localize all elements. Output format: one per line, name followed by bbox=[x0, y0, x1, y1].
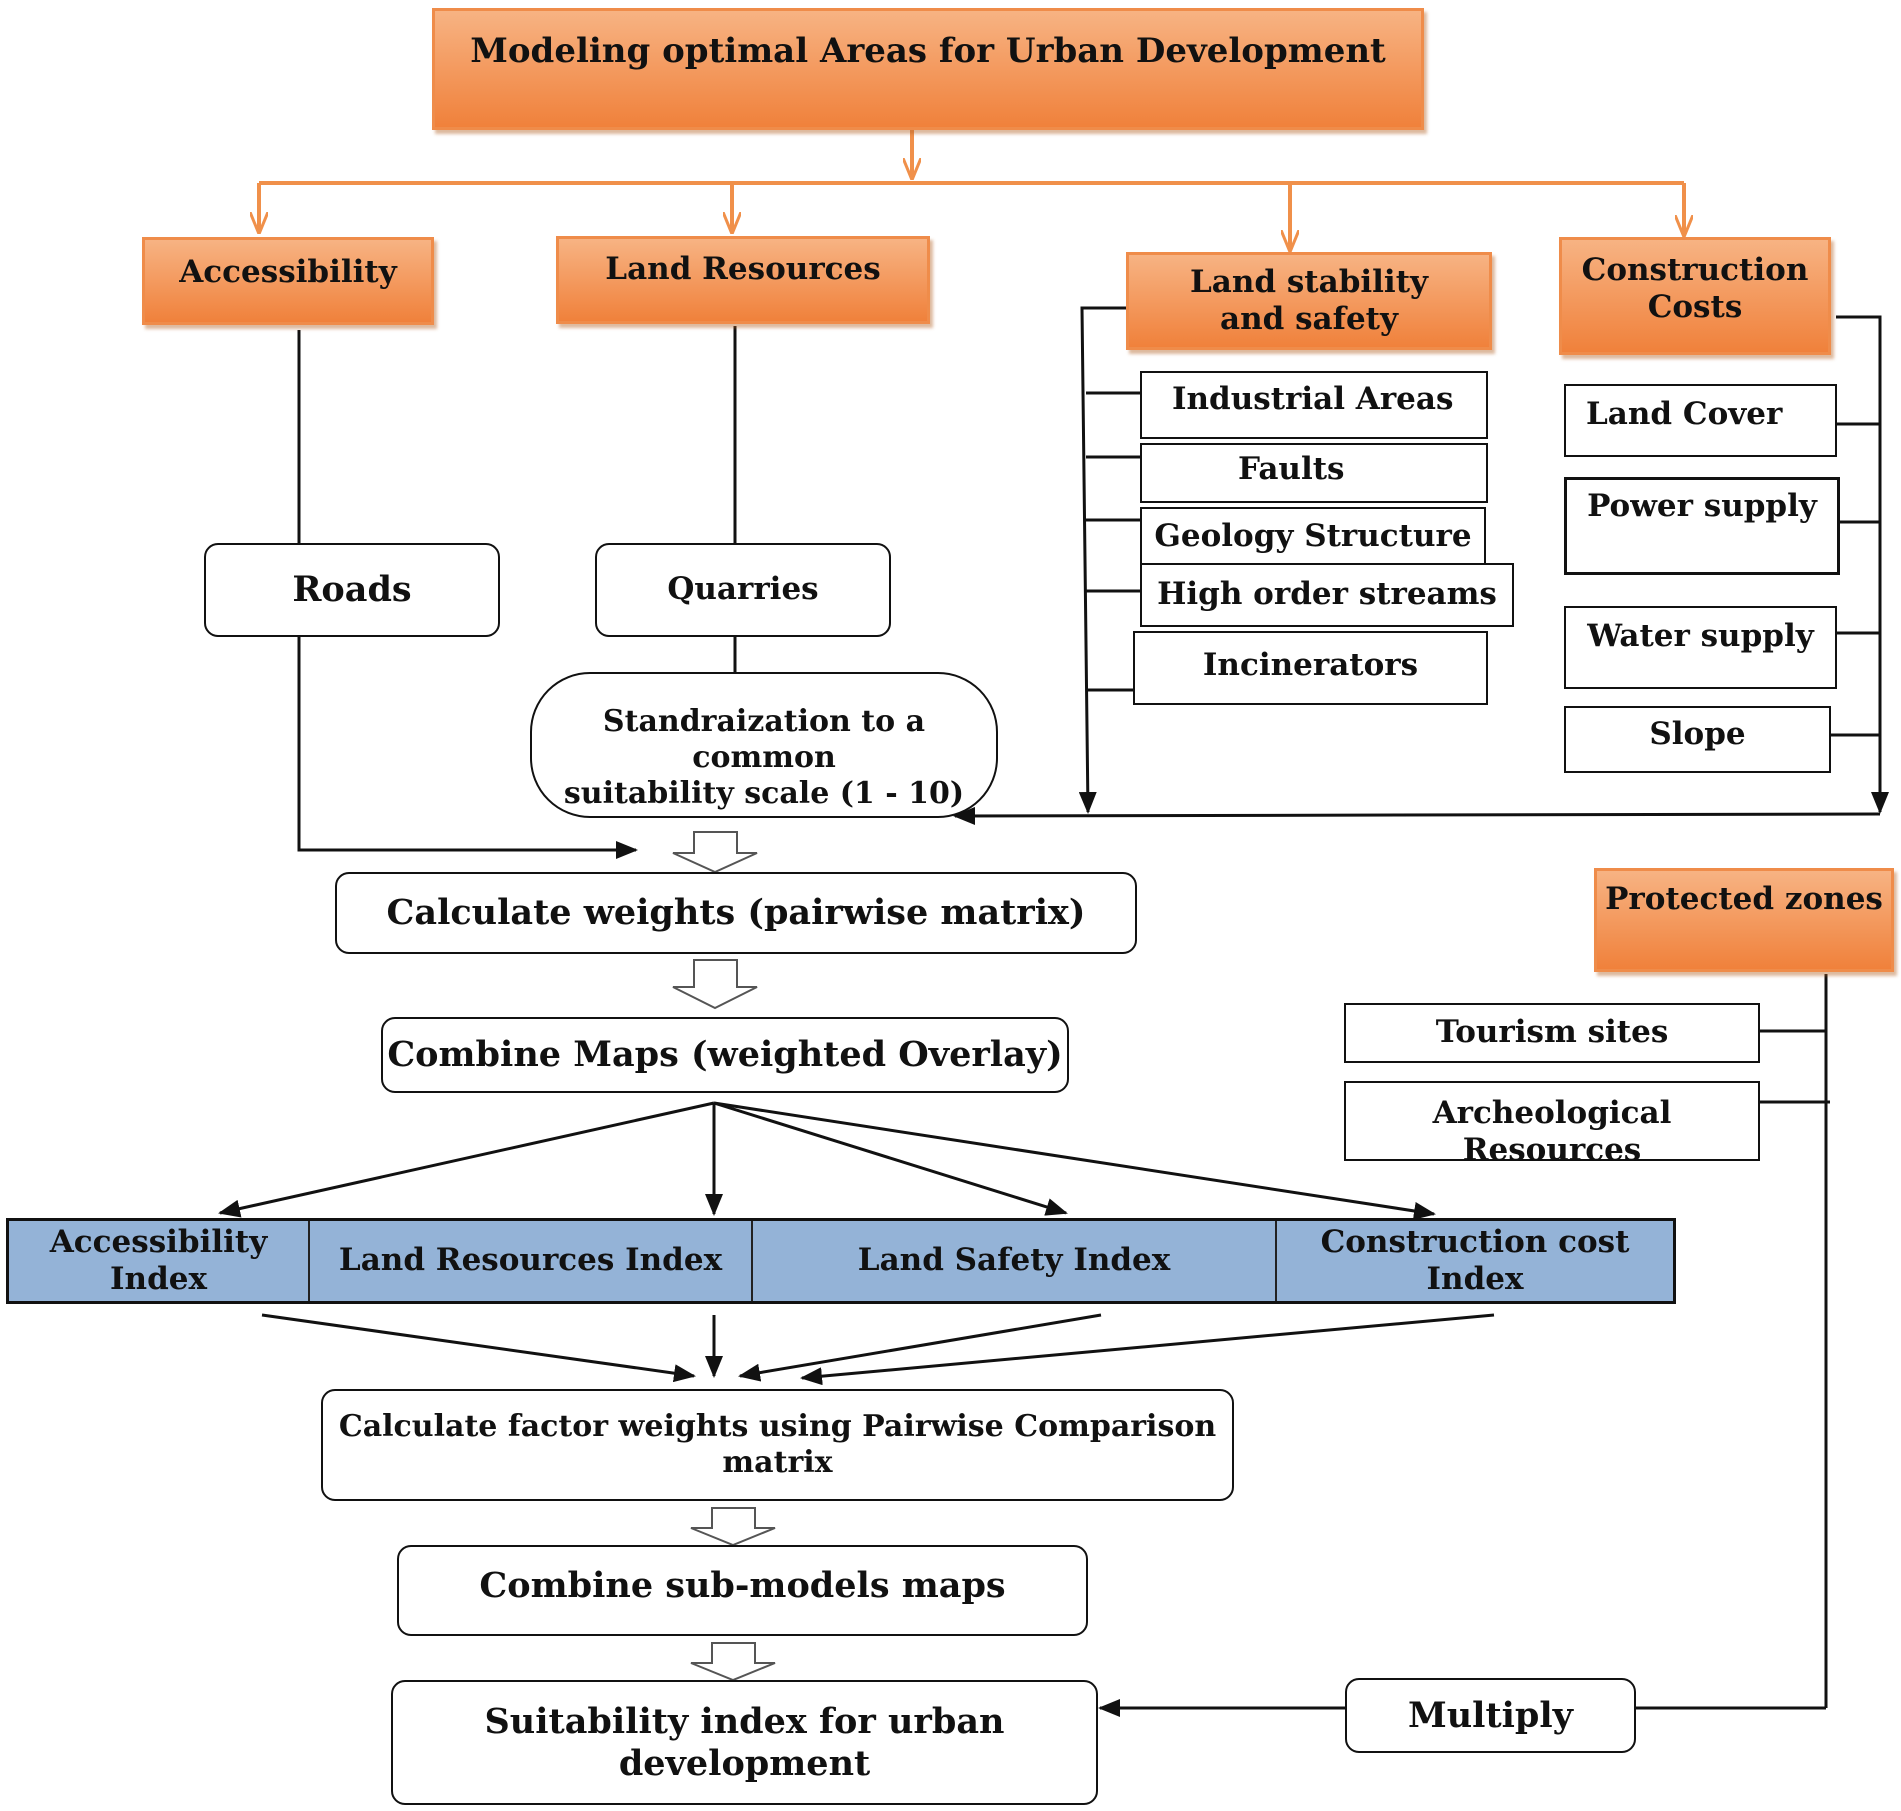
factor-faults: Faults bbox=[1140, 443, 1488, 503]
factor-archeological-resources: Archeological Resources bbox=[1344, 1081, 1760, 1168]
title-distribution-lines bbox=[259, 130, 1684, 250]
criterion-protected-zones: Protected zones bbox=[1594, 868, 1894, 972]
step-suitability-index: Suitability index for urban development bbox=[391, 1680, 1098, 1805]
step-multiply: Multiply bbox=[1345, 1678, 1636, 1753]
factor-land-cover: Land Cover bbox=[1564, 384, 1837, 457]
step-standardization: Standraization to a common suitability s… bbox=[530, 672, 998, 818]
index-land-safety: Land Safety Index bbox=[753, 1221, 1277, 1301]
step-factor-weights: Calculate factor weights using Pairwise … bbox=[321, 1389, 1234, 1501]
factor-high-order-streams: High order streams bbox=[1140, 563, 1514, 627]
factor-geology-structure: Geology Structure bbox=[1140, 507, 1486, 567]
criterion-construction-costs: Construction Costs bbox=[1559, 237, 1831, 355]
factor-water-supply: Water supply bbox=[1564, 606, 1837, 689]
criterion-land-resources: Land Resources bbox=[556, 236, 930, 324]
factor-slope: Slope bbox=[1564, 706, 1831, 773]
hollow-arrows bbox=[672, 831, 776, 1682]
factor-quarries: Quarries bbox=[595, 543, 891, 637]
diagram-title: Modeling optimal Areas for Urban Develop… bbox=[432, 8, 1424, 130]
step-combine-maps: Combine Maps (weighted Overlay) bbox=[381, 1017, 1069, 1093]
factor-roads: Roads bbox=[204, 543, 500, 637]
factor-power-supply: Power supply bbox=[1564, 477, 1840, 575]
criterion-accessibility: Accessibility bbox=[142, 237, 434, 325]
index-bar: Accessibility Index Land Resources Index… bbox=[6, 1218, 1676, 1304]
factor-incinerators: Incinerators bbox=[1133, 631, 1488, 705]
step-calculate-weights: Calculate weights (pairwise matrix) bbox=[335, 872, 1137, 954]
index-accessibility: Accessibility Index bbox=[9, 1221, 310, 1301]
step-combine-submodels: Combine sub-models maps bbox=[397, 1545, 1088, 1636]
factor-industrial-areas: Industrial Areas bbox=[1140, 371, 1488, 439]
index-land-resources: Land Resources Index bbox=[310, 1221, 753, 1301]
criterion-land-stability: Land stability and safety bbox=[1126, 252, 1492, 350]
index-construction-cost: Construction cost Index bbox=[1320, 1223, 1630, 1297]
factor-tourism-sites: Tourism sites bbox=[1344, 1003, 1760, 1063]
